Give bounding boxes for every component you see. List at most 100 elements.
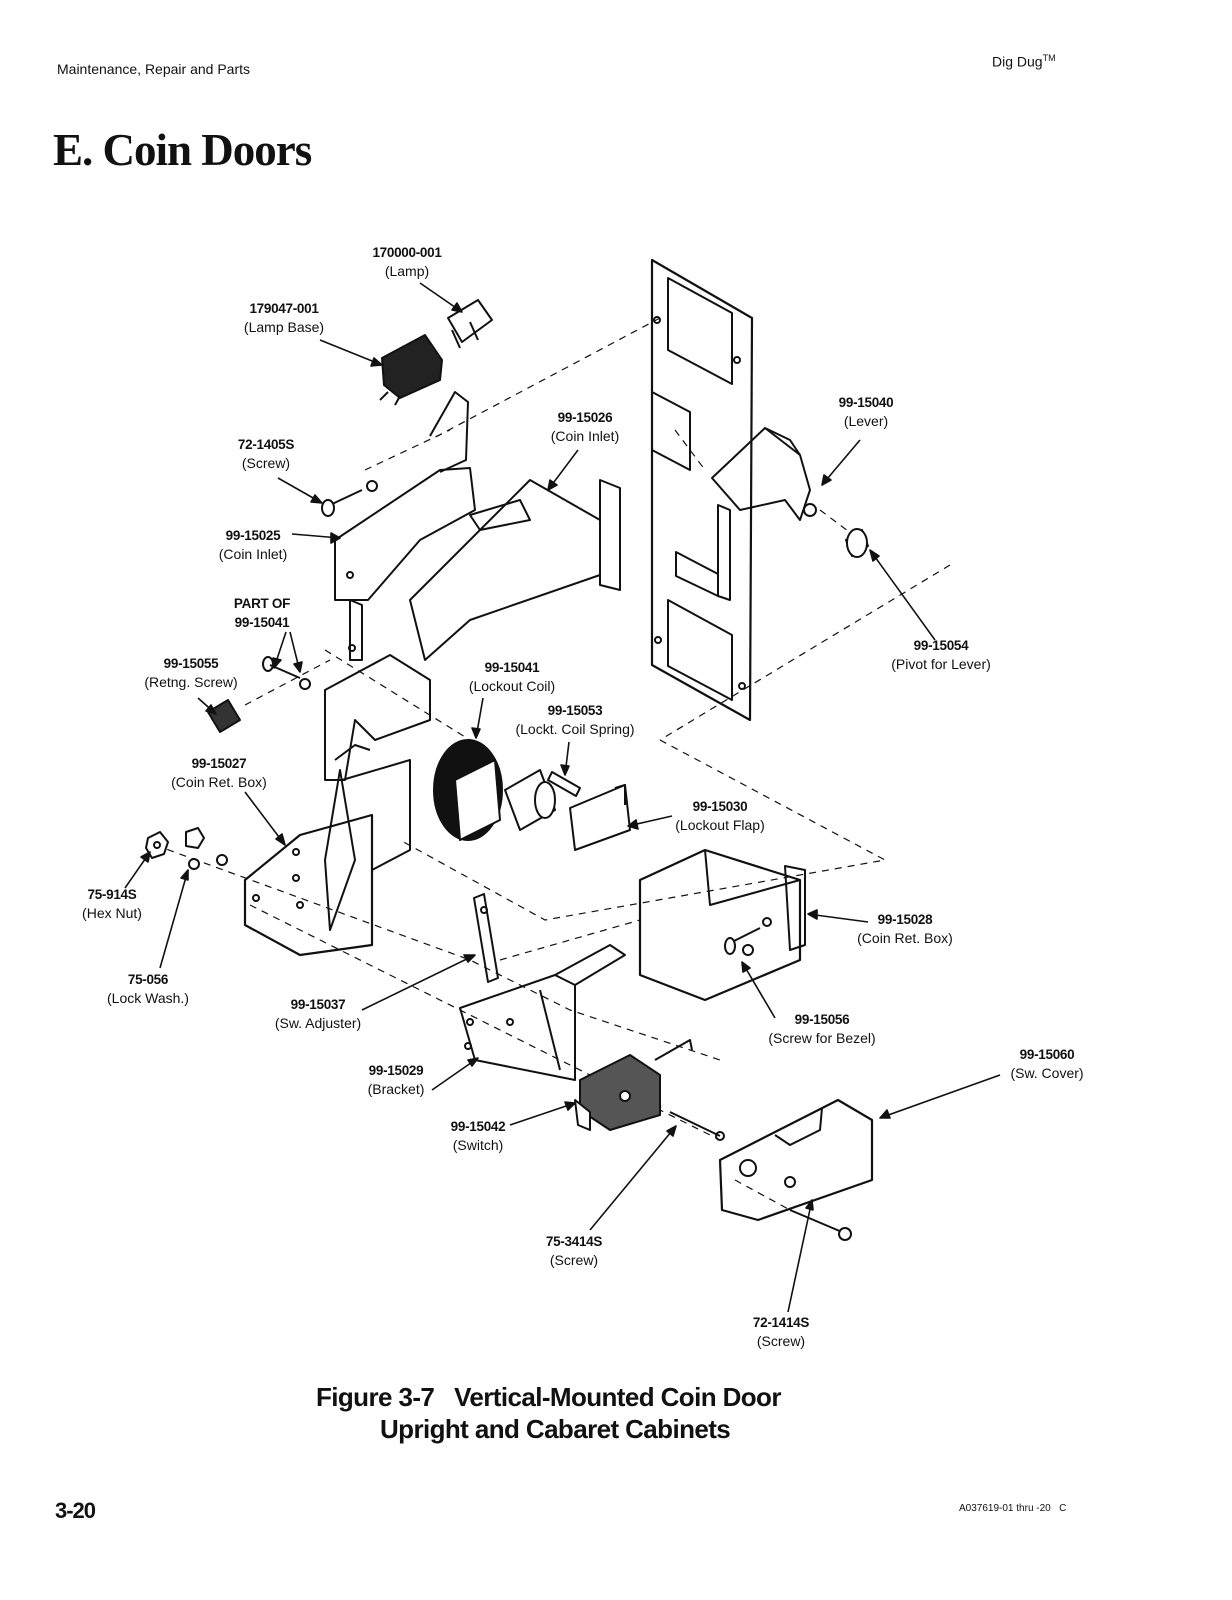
part-number: 170000-001 bbox=[372, 245, 442, 260]
section-title: E. Coin Doors bbox=[53, 125, 312, 175]
part-label-lockout-coil: 99-15041 (Lockout Coil) bbox=[469, 658, 555, 696]
part-description: (Screw) bbox=[549, 1252, 599, 1268]
part-label-bracket: 99-15029(Bracket) bbox=[368, 1061, 425, 1099]
bracket-part bbox=[459, 944, 626, 1081]
coin-return-box-right-part bbox=[638, 848, 806, 1002]
part-description: (Sw. Adjuster) bbox=[274, 1015, 362, 1031]
part-description: (Lock Wash.) bbox=[107, 990, 189, 1006]
figure-caption-line-2: Upright and Cabaret Cabinets bbox=[380, 1414, 731, 1444]
part-number: 99-15053 bbox=[547, 703, 603, 718]
part-number: 99-15040 bbox=[838, 395, 894, 410]
lockout-flap-part bbox=[569, 784, 631, 851]
part-number: 99-15025 bbox=[225, 528, 281, 543]
screw-72-1405s-part bbox=[321, 480, 378, 517]
part-description: (Coin Ret. Box) bbox=[171, 774, 267, 790]
part-number: 99-15028 bbox=[877, 912, 933, 927]
part-description: (Lamp Base) bbox=[243, 319, 325, 335]
part-description: (Lockt. Coil Spring) bbox=[515, 721, 635, 737]
switch-cover-part bbox=[718, 1098, 874, 1222]
part-label-coin-inlet-99-15025: 99-15025 (Coin Inlet) bbox=[219, 526, 287, 564]
document-code: A037619-01 thru -20 C bbox=[959, 1503, 1067, 1514]
part-description: (Switch) bbox=[452, 1137, 504, 1153]
part-number: 179047-001 bbox=[249, 301, 319, 316]
part-description: (Coin Ret. Box) bbox=[857, 930, 953, 946]
part-number: 99-15030 bbox=[692, 799, 748, 814]
part-label-coil-spring: 99-15053 (Lockt. Coil Spring) bbox=[515, 701, 634, 739]
part-label-switch: 99-15042 (Switch) bbox=[451, 1117, 506, 1155]
part-number: PART OF bbox=[233, 596, 291, 611]
leader-lines bbox=[124, 282, 1001, 1313]
part-description: (Sw. Cover) bbox=[1010, 1065, 1084, 1081]
coil-spring-part bbox=[547, 771, 581, 797]
switch-part bbox=[574, 1039, 693, 1131]
screw-75-3414s-part bbox=[669, 1111, 725, 1141]
part-number: 72-1405S bbox=[237, 437, 295, 452]
figure-caption-line-1: Figure 3-7 Vertical-Mounted Coin Door bbox=[316, 1382, 781, 1412]
part-description: (Screw for Bezel) bbox=[768, 1030, 876, 1046]
part-number: 75-3414S bbox=[545, 1234, 603, 1249]
coin-return-box-left-part bbox=[243, 654, 431, 957]
part-number: 99-15056 bbox=[794, 1012, 850, 1027]
part-number: 99-15026 bbox=[557, 410, 613, 425]
part-label-retng-screw: 99-15055 (Retng. Screw) bbox=[144, 654, 237, 692]
part-description: (Lockout Coil) bbox=[468, 678, 556, 694]
part-label-lockout-flap: 99-15030 (Lockout Flap) bbox=[675, 797, 764, 835]
pivot-part bbox=[845, 528, 869, 558]
part-description: (Hex Nut) bbox=[82, 905, 142, 921]
screw-72-1414s-part bbox=[789, 1209, 852, 1241]
part-label-part-of: PART OF 99-15041 bbox=[234, 594, 290, 632]
part-label-pivot: 99-15054 (Pivot for Lever) bbox=[891, 636, 991, 674]
figure-caption: Figure 3-7 Vertical-Mounted Coin Door Up… bbox=[316, 1381, 781, 1445]
part-label-screw-72-1405s: 72-1405S (Screw) bbox=[238, 435, 294, 473]
coin-inlet-lower-part bbox=[409, 479, 621, 661]
part-number: 99-15060 bbox=[1019, 1047, 1075, 1062]
coin-door-plate bbox=[650, 258, 754, 722]
part-label-coin-ret-box-99-15027: 99-15027(Coin Ret. Box) bbox=[171, 754, 267, 792]
part-number: 72-1414S bbox=[752, 1315, 810, 1330]
part-description: (Lamp) bbox=[384, 263, 430, 279]
part-description: (Coin Inlet) bbox=[550, 428, 620, 444]
part-number: 75-914S bbox=[87, 887, 137, 902]
part-label-bezel-screw: 99-15056 (Screw for Bezel) bbox=[768, 1010, 875, 1048]
part-number: 75-056 bbox=[127, 972, 169, 987]
part-number: 99-15037 bbox=[290, 997, 346, 1012]
part-label-lamp-base: 179047-001 (Lamp Base) bbox=[244, 299, 324, 337]
part-number: 99-15054 bbox=[913, 638, 969, 653]
part-number: 99-15042 bbox=[450, 1119, 506, 1134]
game-title: Dig Dug bbox=[992, 53, 1043, 70]
lamp-base-part bbox=[379, 334, 443, 406]
part-description: (Pivot for Lever) bbox=[891, 656, 991, 672]
part-label-screw-72-1414s: 72-1414S (Screw) bbox=[753, 1313, 809, 1351]
part-label-coin-inlet-99-15026: 99-15026 (Coin Inlet) bbox=[551, 408, 619, 446]
page-number: 3-20 bbox=[55, 1498, 96, 1523]
part-label-screw-75-3414s: 75-3414S (Screw) bbox=[546, 1232, 602, 1270]
running-header-left: Maintenance, Repair and Parts bbox=[57, 61, 250, 77]
trademark-mark: TM bbox=[1042, 53, 1056, 63]
running-header-right: Dig DugTM bbox=[992, 53, 1056, 70]
part-number: 99-15041 bbox=[484, 660, 540, 675]
part-label-sw-adjuster: 99-15037 (Sw. Adjuster) bbox=[275, 995, 361, 1033]
part-description: (Screw) bbox=[241, 455, 291, 471]
part-label-hex-nut: 75-914S (Hex Nut) bbox=[82, 885, 142, 923]
retaining-screw-part bbox=[207, 656, 311, 733]
lockout-coil-part bbox=[433, 739, 556, 841]
lamp-part bbox=[447, 299, 493, 349]
part-description: (Bracket) bbox=[367, 1081, 425, 1097]
part-label-lock-wash: 75-056 (Lock Wash.) bbox=[107, 970, 189, 1008]
part-label-coin-ret-box-99-15028: 99-15028 (Coin Ret. Box) bbox=[857, 910, 953, 948]
part-description: (Lockout Flap) bbox=[675, 817, 765, 833]
switch-adjuster-part bbox=[473, 893, 499, 983]
part-label-lamp: 170000-001 (Lamp) bbox=[372, 243, 441, 281]
hex-nut-part bbox=[145, 827, 228, 870]
part-description: (Coin Inlet) bbox=[218, 546, 288, 562]
part-number: 99-15055 bbox=[163, 656, 219, 671]
part-description: 99-15041 bbox=[234, 615, 290, 630]
part-description: (Retng. Screw) bbox=[144, 674, 238, 690]
part-label-sw-cover: 99-15060 (Sw. Cover) bbox=[1010, 1045, 1083, 1083]
part-label-lever: 99-15040 (Lever) bbox=[839, 393, 894, 431]
part-description: (Lever) bbox=[843, 413, 889, 429]
lever-part bbox=[711, 427, 817, 521]
part-description: (Screw) bbox=[756, 1333, 806, 1349]
coin-inlet-upper-part bbox=[334, 391, 476, 661]
